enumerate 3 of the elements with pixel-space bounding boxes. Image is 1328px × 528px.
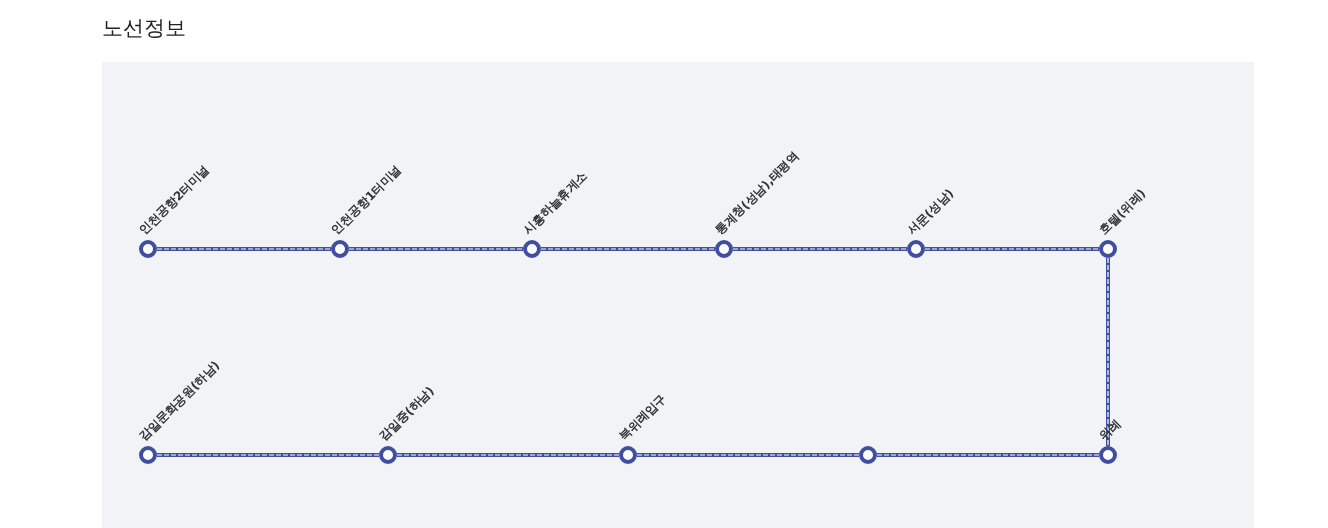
page-title: 노선정보 bbox=[102, 15, 186, 42]
station-circle bbox=[859, 446, 877, 464]
station-label: 위례 bbox=[1096, 416, 1125, 445]
